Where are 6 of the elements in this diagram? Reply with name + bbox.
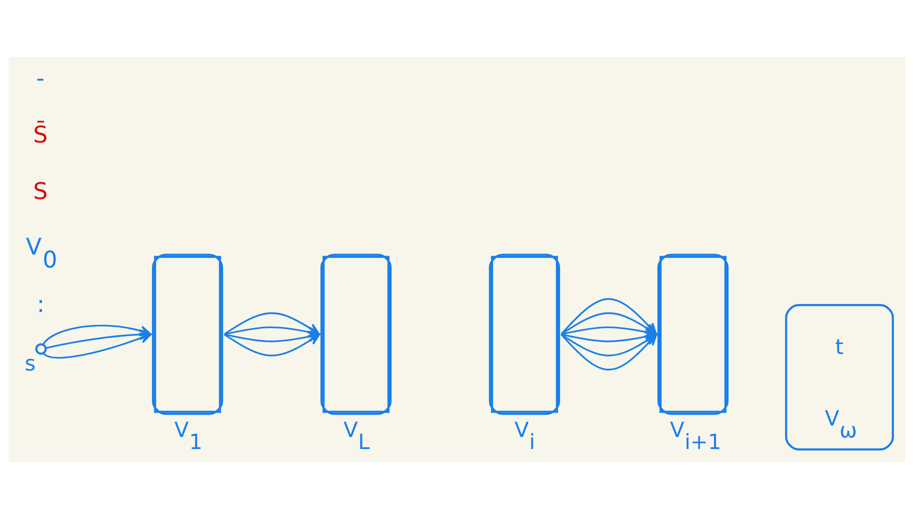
node-text: t (835, 334, 844, 359)
node-label: s (24, 350, 36, 375)
label: : (36, 291, 45, 318)
label: - (36, 65, 45, 92)
label: S̄ (33, 122, 48, 148)
label: S (33, 178, 48, 204)
